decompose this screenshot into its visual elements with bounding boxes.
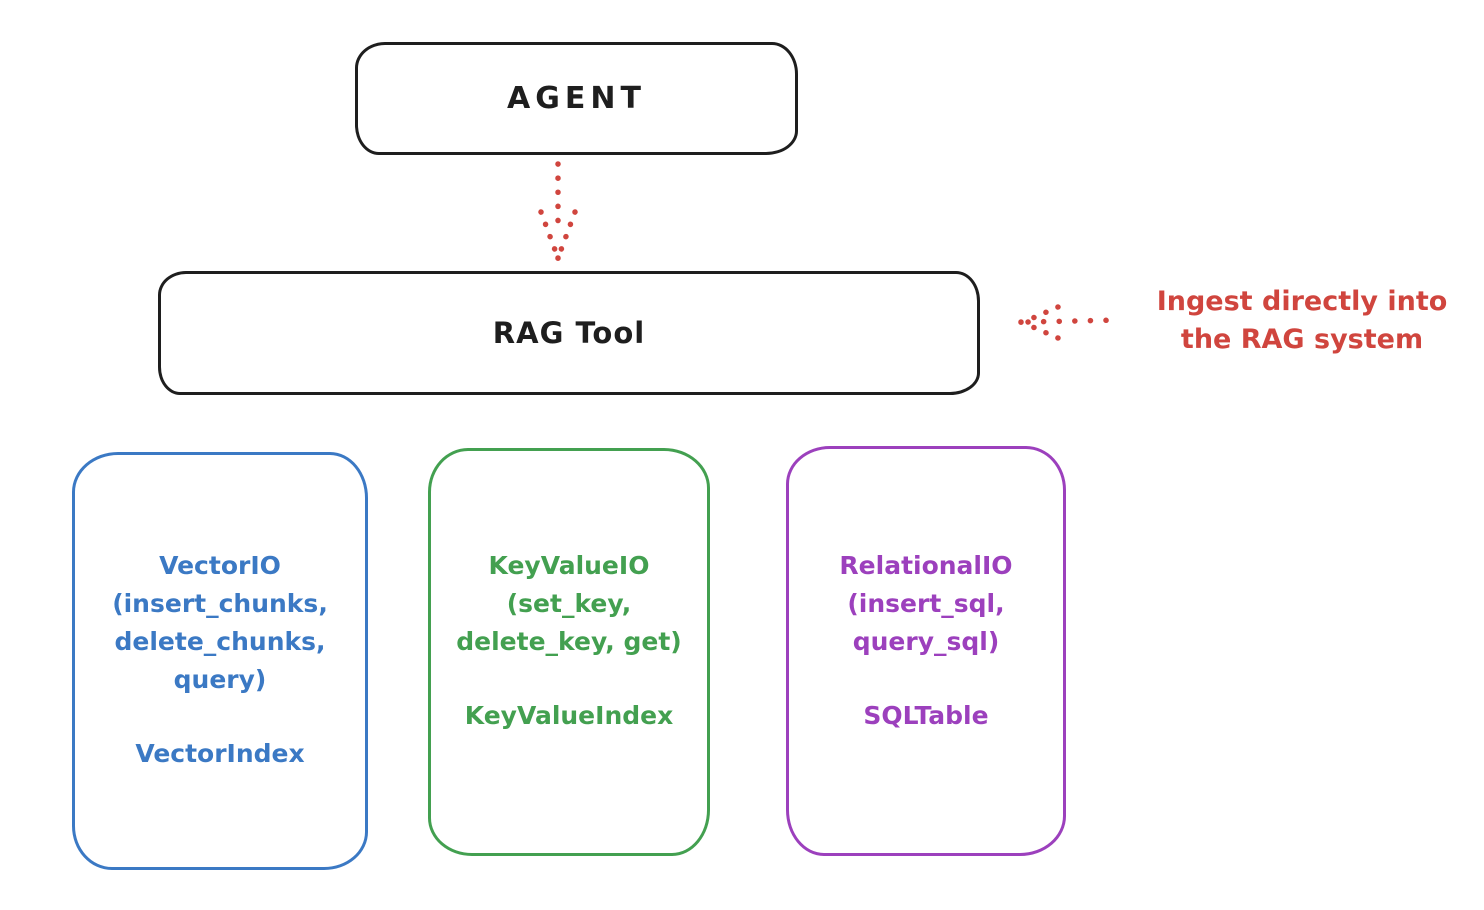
vector-io-param-line: (insert_chunks, <box>112 589 328 618</box>
relational-io-param-line: query_sql) <box>852 627 1000 656</box>
keyvalue-io-param-line: delete_key, get) <box>456 627 682 656</box>
rag-tool-node: RAG Tool <box>158 271 980 395</box>
relational-io-node: RelationalIO (insert_sql, query_sql) SQL… <box>786 446 1066 856</box>
vector-io-title: VectorIO <box>159 551 281 580</box>
vector-io-param-line: delete_chunks, <box>114 627 326 656</box>
keyvalue-io-param-line: (set_key, <box>506 589 632 618</box>
relational-io-title: RelationalIO <box>839 551 1013 580</box>
keyvalue-io-node: KeyValueIO (set_key, delete_key, get) Ke… <box>428 448 710 856</box>
vector-io-node: VectorIO (insert_chunks, delete_chunks, … <box>72 452 368 870</box>
keyvalue-index-label: KeyValueIndex <box>464 701 674 730</box>
ingest-annotation: Ingest directly into the RAG system <box>1136 283 1468 359</box>
sql-table-label: SQLTable <box>863 701 989 730</box>
ingest-annotation-line2: the RAG system <box>1180 324 1424 355</box>
ingest-annotation-line1: Ingest directly into <box>1156 286 1448 317</box>
agent-node: AGENT <box>355 42 798 155</box>
rag-tool-node-label: RAG Tool <box>492 316 646 350</box>
ingest-arrow-icon <box>1018 304 1123 341</box>
agent-to-rag-arrow-icon <box>538 161 578 261</box>
agent-node-label: AGENT <box>507 81 646 116</box>
vector-index-label: VectorIndex <box>135 739 305 768</box>
vector-io-param-line: query) <box>173 665 267 694</box>
relational-io-param-line: (insert_sql, <box>847 589 1005 618</box>
keyvalue-io-title: KeyValueIO <box>488 551 650 580</box>
